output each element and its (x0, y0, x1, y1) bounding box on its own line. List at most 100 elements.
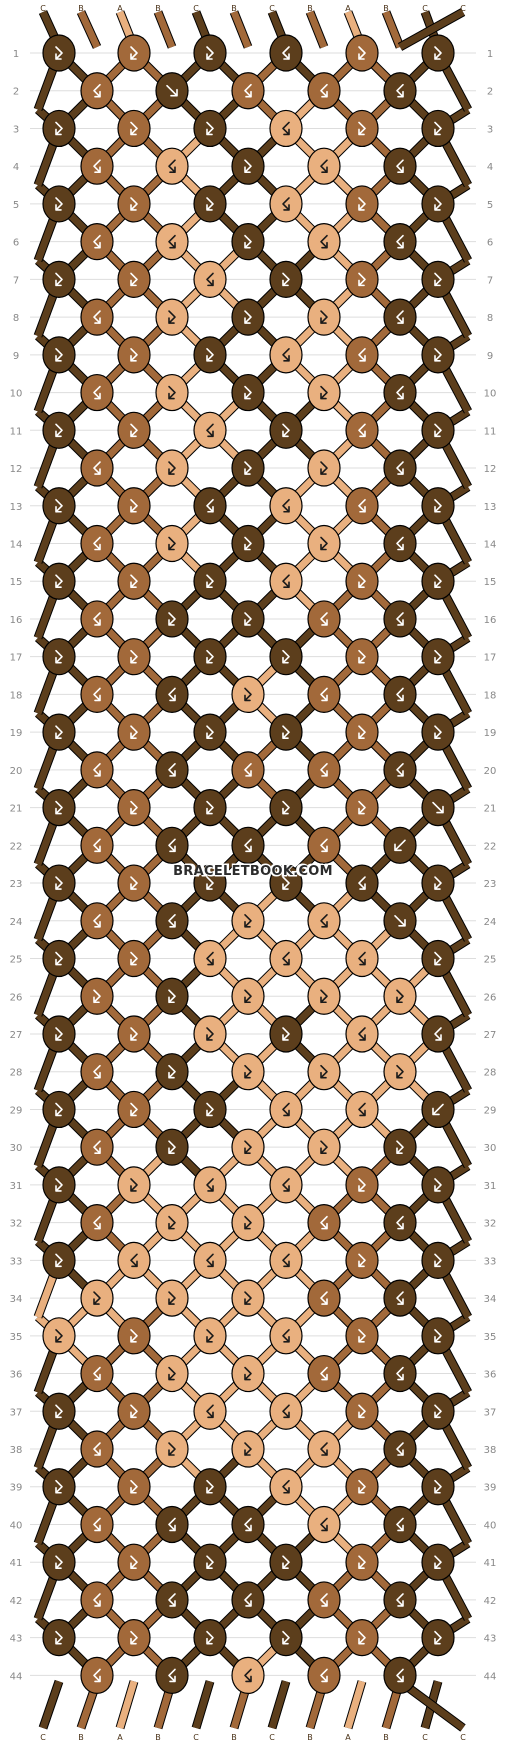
knot-arrow-icon (168, 1064, 176, 1079)
knot (383, 1204, 417, 1242)
knot-arrow-icon (130, 574, 138, 589)
knot-arrow-icon (358, 725, 366, 739)
knot-arrow-icon (358, 1404, 366, 1419)
knot-arrow-icon (358, 348, 366, 362)
knot-arrow-icon (206, 1027, 214, 1041)
knot-arrow-icon (396, 1291, 404, 1305)
knot-arrow-icon-wrap (244, 1366, 252, 1381)
knot (231, 902, 265, 940)
knot-oval (117, 562, 151, 600)
knot-arrow-icon (130, 649, 138, 664)
knot-arrow-icon-wrap (358, 800, 366, 815)
knot-oval (42, 713, 76, 751)
knot-arrow-icon (358, 1479, 366, 1494)
knot-oval (117, 336, 151, 374)
knot-arrow-icon-wrap (130, 46, 138, 60)
strand-end (192, 1680, 214, 1730)
knot (231, 1505, 265, 1544)
knot-arrow-icon (206, 876, 214, 890)
knot (117, 1468, 151, 1506)
knot-arrow-icon (130, 1404, 138, 1419)
knot-oval (193, 487, 227, 525)
knot-oval (345, 1468, 379, 1506)
knot (117, 939, 151, 978)
knot-oval (345, 638, 379, 676)
strand-end (344, 1680, 366, 1730)
knot-arrow-icon (130, 272, 138, 287)
knot-arrow-icon (93, 1593, 101, 1607)
knot-oval (231, 1430, 265, 1468)
knot-arrow-icon-wrap (282, 1027, 290, 1041)
knot-arrow-icon (55, 1630, 63, 1645)
knot (117, 260, 151, 298)
knot (307, 675, 341, 714)
knot-arrow-icon-wrap (130, 1253, 138, 1268)
knot-arrow-icon-wrap (206, 574, 214, 589)
knot-arrow-icon (244, 612, 252, 626)
knot-arrow-icon-wrap (168, 159, 176, 173)
knot-arrow-icon (282, 46, 290, 60)
knot-arrow-icon (432, 801, 444, 814)
knot-arrow-icon-wrap (55, 876, 63, 890)
knot-arrow-icon (282, 348, 290, 362)
knot (231, 147, 265, 185)
knot-arrow-icon-wrap (244, 1668, 252, 1683)
knot-arrow-icon-wrap (320, 612, 328, 626)
knot-arrow-icon (358, 197, 366, 211)
knot-arrow-icon (244, 1442, 252, 1456)
knot-oval (345, 864, 379, 902)
knot (117, 109, 151, 148)
knot-arrow-icon-wrap (434, 1404, 442, 1419)
knot (42, 864, 76, 902)
knot-arrow-icon-wrap (396, 1215, 404, 1230)
knot (345, 34, 379, 72)
knot-arrow-icon (396, 1517, 404, 1532)
knot-oval (155, 223, 189, 261)
knot-oval (307, 826, 341, 864)
knot-arrow-icon-wrap (168, 1668, 176, 1683)
knot (269, 788, 303, 827)
knot (155, 1128, 189, 1166)
knot-arrow-icon (282, 1329, 290, 1343)
knot-arrow-icon (93, 1291, 101, 1305)
knot-arrow-icon (396, 1140, 404, 1154)
knot-oval (42, 1392, 76, 1430)
knot-arrow-icon-wrap (55, 1253, 63, 1268)
knot-oval (421, 713, 455, 751)
knot (42, 939, 76, 978)
knot-oval (155, 600, 189, 638)
knot-arrow-icon-wrap (55, 498, 63, 513)
strand-start (230, 10, 252, 49)
knot (383, 1581, 417, 1619)
knot-arrow-icon (282, 876, 290, 890)
knot-arrow-icon (434, 272, 442, 287)
knot-oval (231, 902, 265, 940)
knot-arrow-icon-wrap (93, 461, 101, 475)
knot (80, 675, 114, 714)
knot-oval (383, 298, 417, 336)
knot (345, 1015, 379, 1053)
knot-arrow-icon-wrap (130, 197, 138, 211)
knot-oval (193, 939, 227, 978)
knot-arrow-icon-wrap (206, 1479, 214, 1494)
strand-end (268, 1680, 290, 1730)
knot-arrow-icon (168, 1140, 176, 1154)
knot (193, 487, 227, 525)
row-label-right: 39 (484, 1483, 497, 1494)
knot-arrow-icon (168, 1517, 176, 1532)
knot-arrow-icon-wrap (244, 913, 252, 928)
row-label-left: 33 (10, 1256, 23, 1267)
knot-arrow-icon (93, 1366, 101, 1381)
knot-arrow-icon (320, 838, 328, 853)
knot-arrow-icon (358, 121, 366, 136)
row-label-right: 26 (484, 992, 497, 1003)
knot-arrow-icon-wrap (55, 951, 63, 966)
knot-arrow-icon (396, 1442, 404, 1456)
knot-arrow-icon-wrap (358, 46, 366, 60)
knot-arrow-icon-wrap (282, 272, 290, 287)
knot-arrow-icon-wrap (93, 612, 101, 626)
strand-start (398, 8, 465, 51)
knot-oval (155, 1581, 189, 1619)
knot (383, 72, 417, 110)
